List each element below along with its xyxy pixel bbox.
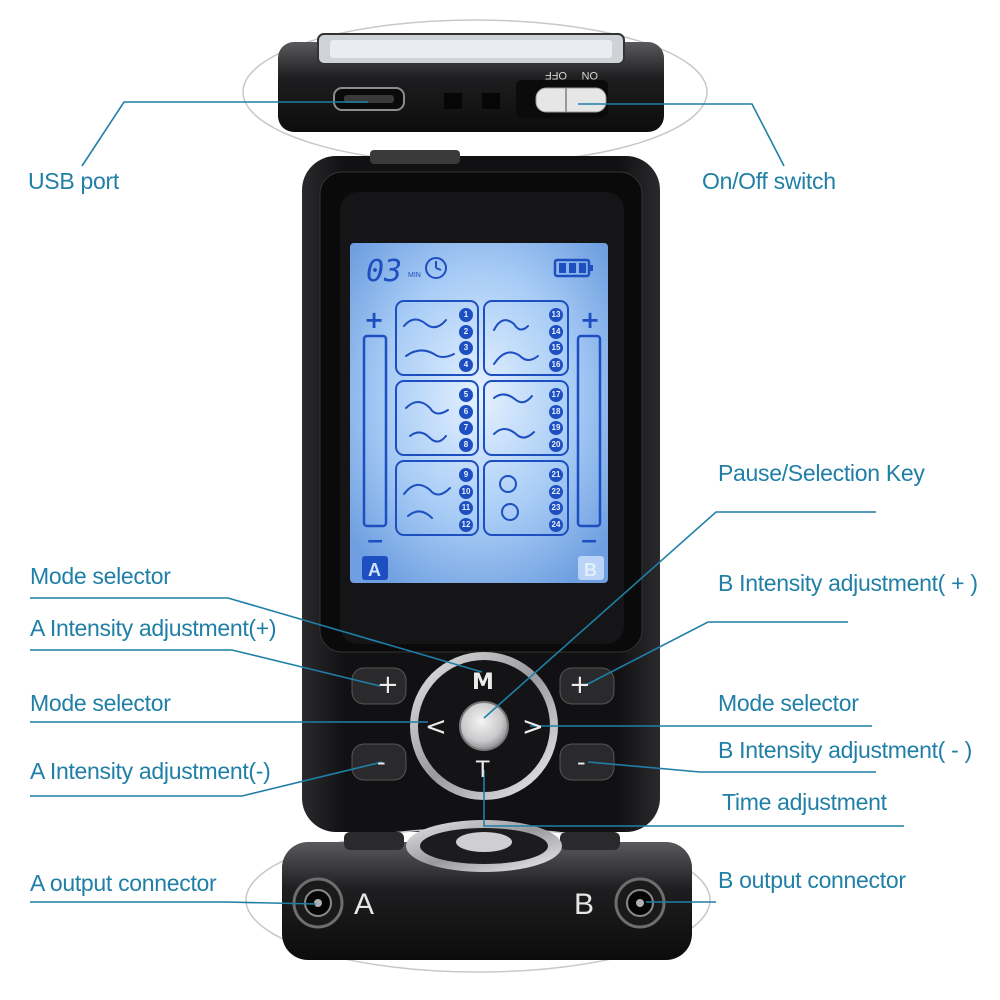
battery-icon bbox=[553, 258, 593, 278]
program-number-badge: 16 bbox=[549, 357, 563, 372]
b-plus-button[interactable]: + bbox=[569, 670, 591, 700]
leader-a-output bbox=[30, 901, 317, 905]
program-number-badge: 3 bbox=[459, 341, 473, 355]
label-mode-selector-top: Mode selector bbox=[30, 563, 171, 589]
time-t-key[interactable]: T bbox=[476, 758, 490, 783]
mode-left-key[interactable]: < bbox=[425, 712, 447, 742]
leader-lines bbox=[30, 101, 904, 905]
program-number-badge: 11 bbox=[459, 501, 473, 515]
b-minus-button[interactable]: - bbox=[577, 748, 586, 776]
program-number-badge: 22 bbox=[549, 484, 563, 499]
mode-right-key[interactable]: > bbox=[522, 712, 544, 742]
label-a-output-connector: A output connector bbox=[30, 870, 217, 896]
leader-time bbox=[483, 770, 904, 827]
program-number-badge: 14 bbox=[549, 324, 563, 339]
timer-display: 03 bbox=[366, 254, 402, 289]
label-b-output-connector: B output connector bbox=[718, 867, 906, 893]
label-pause-selection-key: Pause/Selection Key bbox=[718, 460, 925, 486]
label-a-intensity-minus: A Intensity adjustment(-) bbox=[30, 758, 271, 784]
label-a-intensity-plus: A Intensity adjustment(+) bbox=[30, 615, 277, 641]
label-on-off-switch: On/Off switch bbox=[702, 168, 836, 194]
leader-a-minus bbox=[30, 761, 383, 797]
program-number-badge: 23 bbox=[549, 501, 563, 515]
program-grid bbox=[395, 300, 569, 536]
leader-pause-key bbox=[483, 511, 876, 719]
b-output-jack-icon[interactable] bbox=[614, 877, 666, 929]
program-number-badge: 12 bbox=[459, 517, 473, 532]
program-number-badge: 19 bbox=[549, 421, 563, 435]
intensity-bar-b bbox=[576, 334, 602, 528]
leader-usb-port bbox=[81, 101, 368, 167]
screen-minus-b: − bbox=[580, 529, 598, 554]
leader-b-plus bbox=[583, 621, 848, 687]
program-number-badge: 18 bbox=[549, 404, 563, 419]
program-number-badge: 13 bbox=[549, 308, 563, 322]
a-plus-button[interactable]: + bbox=[377, 670, 399, 700]
leader-on-off bbox=[578, 103, 785, 167]
program-number-badge: 7 bbox=[459, 421, 473, 435]
program-number-badge: 21 bbox=[549, 468, 563, 482]
body-part-icons bbox=[403, 318, 539, 521]
top-edge-view: OFF ON bbox=[278, 33, 664, 132]
bottom-edge-view bbox=[282, 820, 692, 960]
program-number-badge: 6 bbox=[459, 404, 473, 419]
output-a-letter: A bbox=[354, 888, 374, 921]
program-number-badge: 24 bbox=[549, 517, 563, 532]
program-number-badge: 17 bbox=[549, 388, 563, 402]
clock-icon bbox=[425, 257, 447, 279]
label-usb-port: USB port bbox=[28, 168, 119, 194]
channel-a-indicator bbox=[362, 556, 388, 580]
mode-m-key[interactable]: M bbox=[472, 670, 494, 695]
program-number-badge: 9 bbox=[459, 468, 473, 482]
intensity-bar-a bbox=[362, 334, 388, 528]
screen-plus-b: + bbox=[580, 306, 600, 334]
label-b-intensity-minus: B Intensity adjustment( - ) bbox=[718, 737, 972, 763]
control-panel bbox=[351, 652, 615, 800]
channel-a-text: A bbox=[368, 560, 381, 580]
pause-selection-key[interactable] bbox=[459, 701, 509, 751]
screen-plus-a: + bbox=[364, 306, 384, 334]
output-b-letter: B bbox=[574, 888, 594, 921]
program-number-badge: 2 bbox=[459, 324, 473, 339]
screen-minus-a: − bbox=[366, 529, 384, 554]
label-mode-selector-right: Mode selector bbox=[718, 690, 859, 716]
switch-on-text: ON bbox=[581, 69, 598, 81]
power-switch-icon bbox=[535, 87, 607, 113]
program-number-badge: 15 bbox=[549, 341, 563, 355]
channel-b-indicator bbox=[578, 556, 604, 580]
a-minus-button[interactable]: - bbox=[377, 748, 386, 776]
label-time-adjustment: Time adjustment bbox=[722, 789, 887, 815]
device-front: 03 MIN + + − − A B bbox=[302, 150, 660, 832]
timer-unit: MIN bbox=[408, 272, 421, 279]
switch-off-text: OFF bbox=[545, 69, 567, 81]
program-number-badge: 4 bbox=[459, 357, 473, 372]
leader-b-minus bbox=[587, 761, 876, 773]
channel-b-text: B bbox=[584, 560, 597, 580]
leader-mode-top bbox=[30, 597, 483, 673]
program-number-badge: 10 bbox=[459, 484, 473, 499]
program-number-badge: 5 bbox=[459, 388, 473, 402]
program-number-badge: 8 bbox=[459, 437, 473, 452]
program-number-badge: 20 bbox=[549, 437, 563, 452]
leader-a-plus bbox=[30, 649, 381, 687]
label-b-intensity-plus: B Intensity adjustment( + ) bbox=[718, 570, 978, 596]
program-number-badge: 1 bbox=[459, 308, 473, 322]
label-mode-selector-left: Mode selector bbox=[30, 690, 171, 716]
